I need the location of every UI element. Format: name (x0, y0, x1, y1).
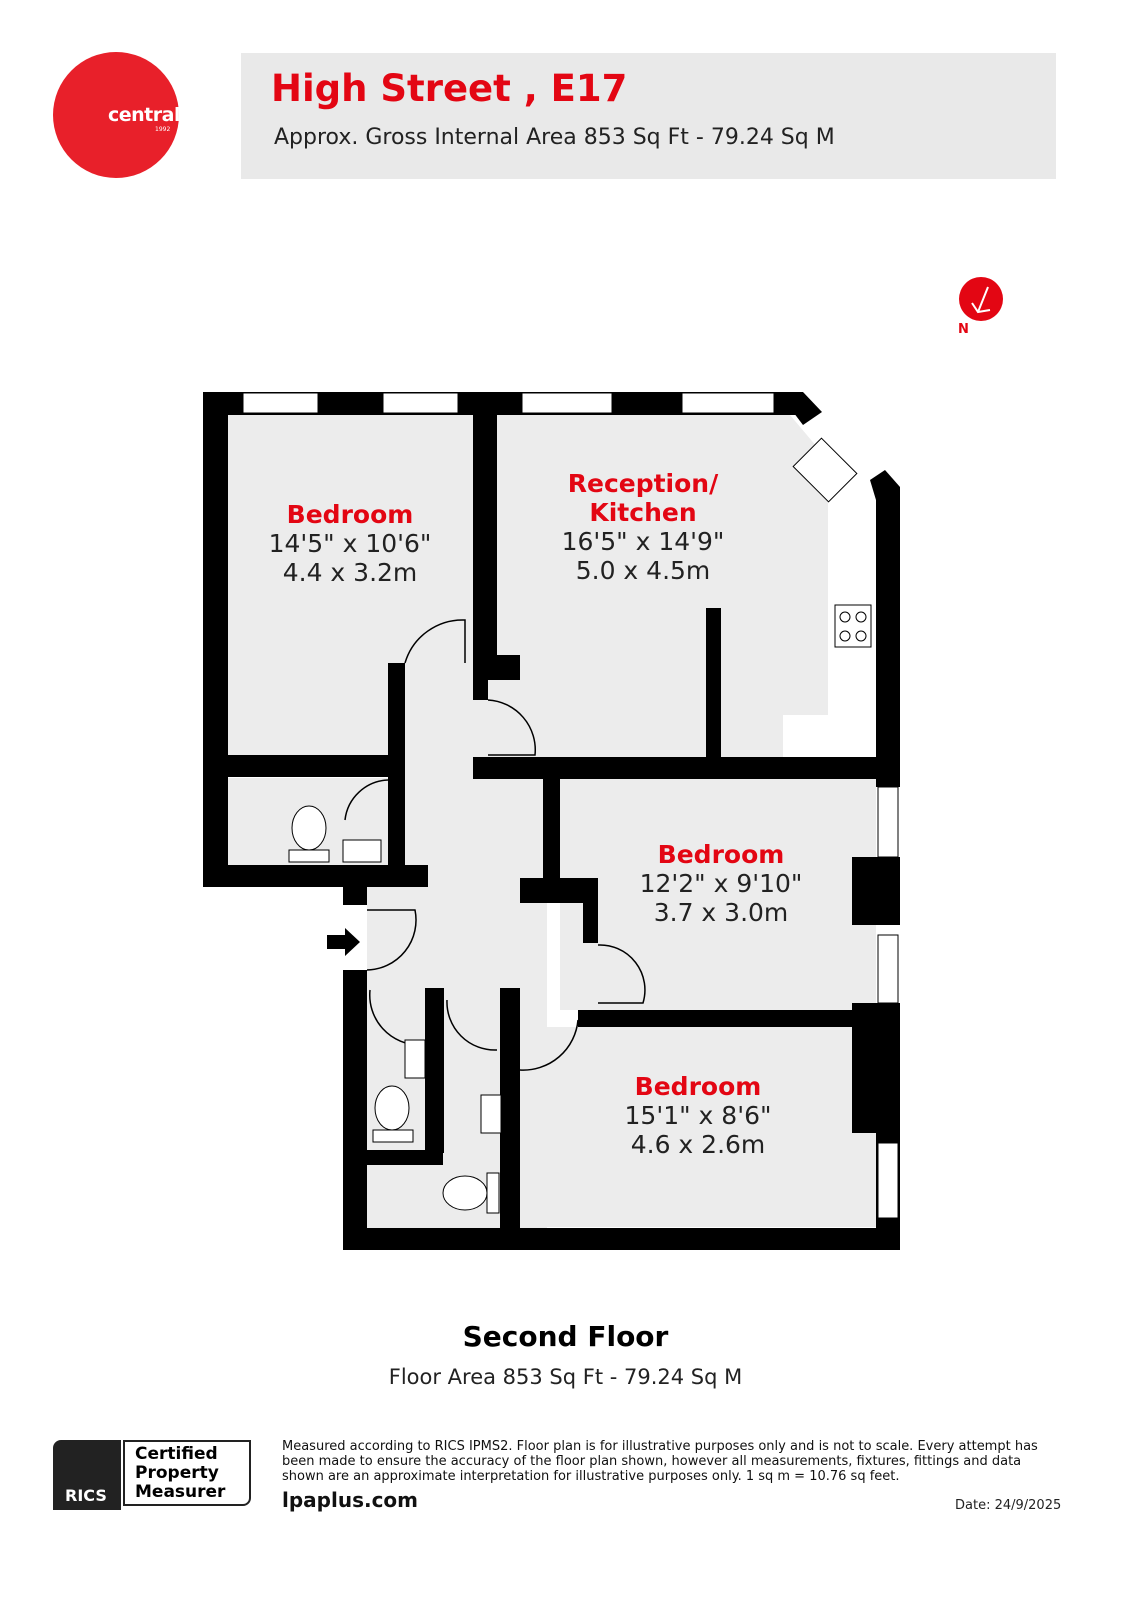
room-name: Bedroom (286, 500, 414, 529)
room-imperial: 14'5" x 10'6" (268, 529, 432, 558)
basin-icon (480, 1094, 502, 1134)
property-text: Property (135, 1463, 219, 1483)
plan-date: Date: 24/9/2025 (955, 1498, 1062, 1513)
basin-icon (342, 839, 382, 863)
central-logo: central 1992 (53, 52, 180, 178)
walls (203, 392, 900, 1250)
floor-area: Floor Area 853 Sq Ft - 79.24 Sq M (388, 1365, 743, 1389)
toilet-icon (442, 1175, 488, 1211)
measurer-text: Measurer (135, 1482, 226, 1502)
room-label-bedroom-1: Bedroom 14'5" x 10'6" 4.4 x 3.2m (220, 500, 480, 587)
room-imperial: 16'5" x 14'9" (561, 527, 725, 556)
room-imperial: 12'2" x 9'10" (639, 869, 803, 898)
room-imperial: 15'1" x 8'6" (624, 1101, 772, 1130)
compass-label: N (958, 322, 969, 337)
hob-icon (834, 604, 872, 648)
certified-box: Certified Property Measurer (123, 1440, 251, 1506)
room-metric: 4.6 x 2.6m (630, 1130, 766, 1159)
property-title: High Street , E17 (271, 67, 628, 110)
rics-logo: RICS (53, 1440, 121, 1510)
doors (344, 619, 646, 1071)
room-metric: 4.4 x 3.2m (282, 558, 418, 587)
gross-area: Approx. Gross Internal Area 853 Sq Ft - … (274, 125, 835, 150)
toilet-icon (374, 1085, 410, 1131)
room-name: Reception/ Kitchen (567, 469, 719, 527)
logo-year: 1992 (155, 126, 171, 133)
room-metric: 5.0 x 4.5m (575, 556, 711, 585)
sink-icon (792, 437, 858, 503)
room-metric: 3.7 x 3.0m (653, 898, 789, 927)
room-name: Bedroom (657, 840, 785, 869)
windows (242, 392, 899, 1219)
floor-name: Second Floor (462, 1320, 669, 1353)
room-label-reception-kitchen: Reception/ Kitchen 16'5" x 14'9" 5.0 x 4… (513, 469, 773, 585)
fixtures (288, 437, 872, 1214)
toilet-icon (291, 805, 327, 851)
room-label-bedroom-2: Bedroom 12'2" x 9'10" 3.7 x 3.0m (591, 840, 851, 927)
logo-text: central (108, 104, 180, 126)
website-link[interactable]: lpaplus.com (282, 1488, 419, 1512)
certified-text: Certified (135, 1444, 218, 1464)
disclaimer: Measured according to RICS IPMS2. Floor … (282, 1439, 1038, 1484)
room-label-bedroom-3: Bedroom 15'1" x 8'6" 4.6 x 2.6m (568, 1072, 828, 1159)
room-name: Bedroom (634, 1072, 762, 1101)
compass-icon: N (958, 277, 1003, 337)
entrance-arrow-icon (327, 928, 360, 956)
basin-icon (404, 1039, 426, 1079)
rics-badge: RICS Certified Property Measurer (53, 1440, 257, 1510)
header-banner: High Street , E17 Approx. Gross Internal… (241, 53, 1056, 179)
